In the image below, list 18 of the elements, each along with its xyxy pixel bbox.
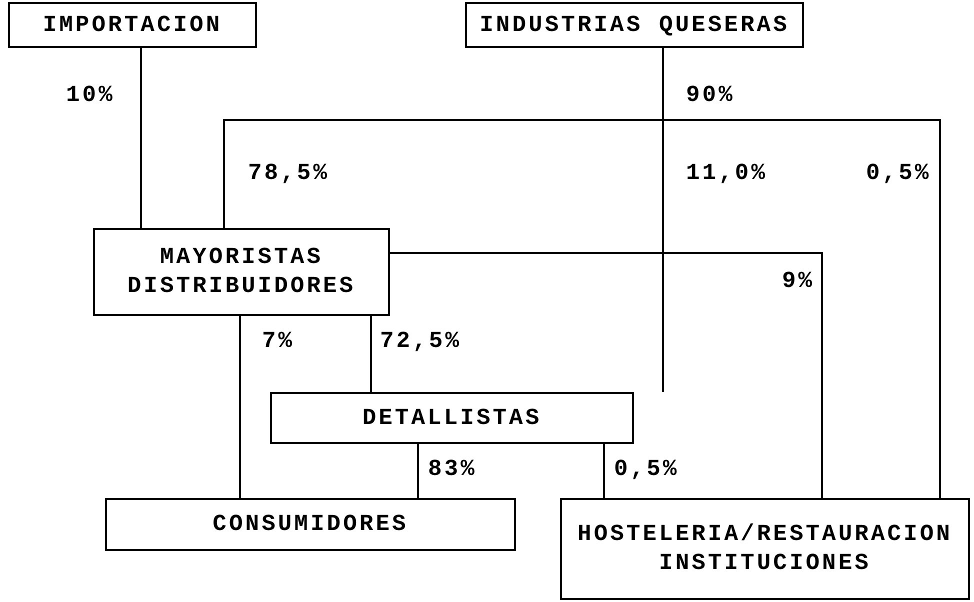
flow-box bbox=[560, 498, 970, 600]
connector-line bbox=[140, 48, 142, 228]
box-label: HOSTELERIA/RESTAURACION INSTITUCIONES bbox=[576, 520, 954, 578]
flow-box bbox=[105, 498, 516, 551]
connector-line bbox=[239, 316, 241, 498]
box-label: CONSUMIDORES bbox=[212, 510, 408, 539]
box-label: IMPORTACION bbox=[42, 10, 222, 40]
box-label: INDUSTRIAS QUESERAS bbox=[480, 10, 790, 40]
flow-box bbox=[465, 2, 804, 48]
connector-line bbox=[417, 444, 419, 498]
flow-box bbox=[270, 392, 634, 444]
connector-line bbox=[370, 316, 372, 392]
connector-line bbox=[603, 444, 605, 498]
connector-line bbox=[390, 252, 823, 498]
flow-box bbox=[8, 2, 257, 48]
box-label: DETALLISTAS bbox=[362, 404, 542, 432]
box-label: MAYORISTAS DISTRIBUIDORES bbox=[126, 243, 357, 301]
flow-box bbox=[93, 228, 390, 316]
